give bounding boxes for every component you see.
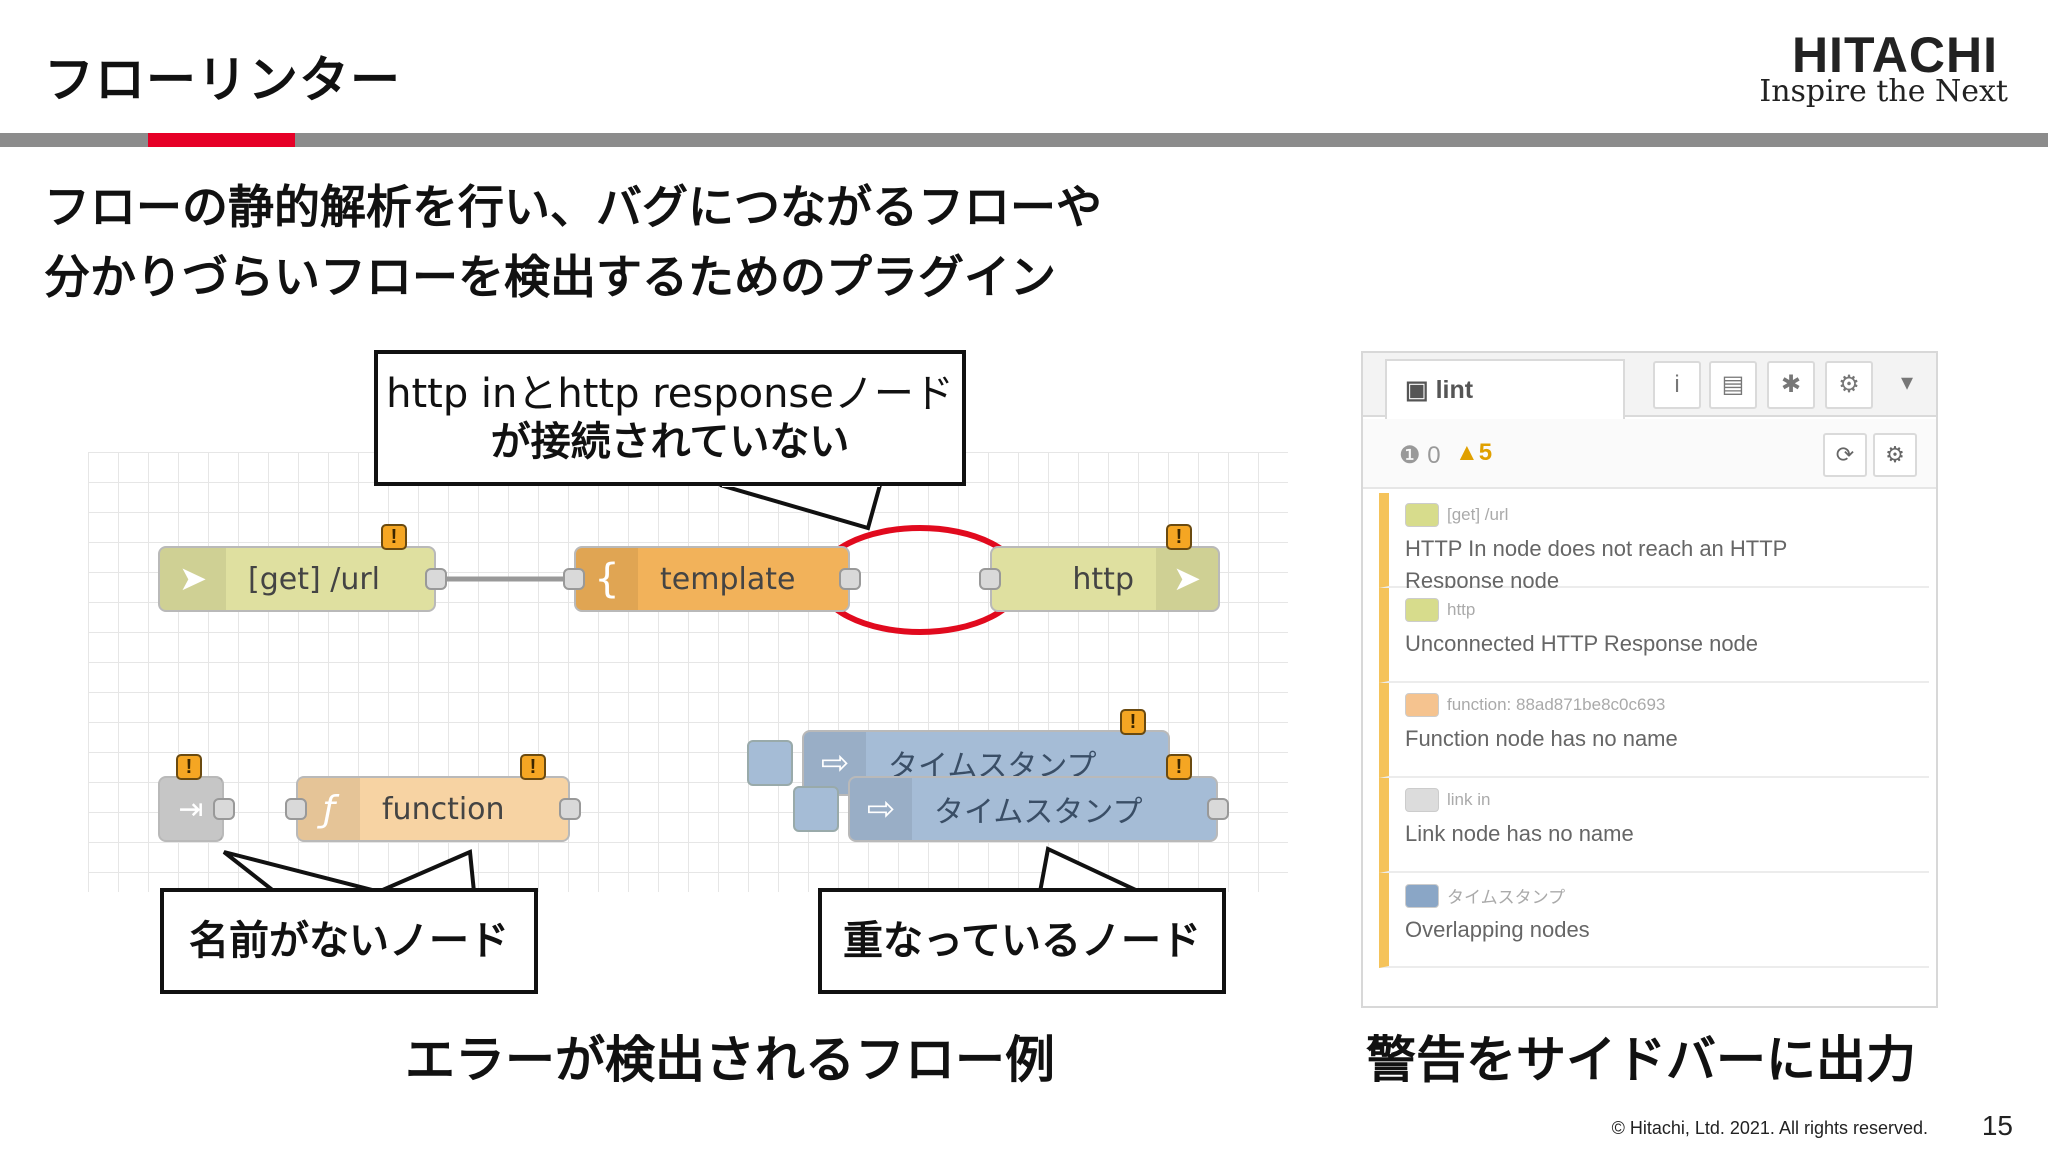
lint-tab-icon: ▣ <box>1405 376 1436 404</box>
slide-subtitle: フローの静的解析を行い、バグにつながるフローや 分かりづらいフローを検出するため… <box>44 172 1102 312</box>
node-type-chip <box>1405 883 1439 908</box>
tab-lint[interactable]: ▣ lint <box>1385 359 1625 419</box>
output-port[interactable] <box>425 568 447 590</box>
input-port[interactable] <box>285 798 307 820</box>
node-function[interactable]: ƒ function <box>285 776 581 842</box>
warning-count-value: 5 <box>1478 439 1493 466</box>
node-type-chip <box>1405 788 1439 812</box>
inject-button[interactable] <box>747 740 793 786</box>
slide-title: フローリンター <box>44 51 401 109</box>
item-message: Link node has no name <box>1405 821 1634 846</box>
error-icon: ❶ <box>1399 442 1428 469</box>
item-message-line: HTTP In node does not reach an HTTP <box>1405 536 1788 561</box>
callout-overlapping: 重なっているノード <box>818 888 1226 994</box>
item-tag: [get] /url <box>1405 503 1929 527</box>
template-brace-icon: { <box>576 548 638 610</box>
list-item[interactable]: function: 88ad871be8c0c693 Function node… <box>1379 683 1929 778</box>
lint-warning-list: [get] /url HTTP In node does not reach a… <box>1379 493 1929 968</box>
list-item[interactable]: link in Link node has no name <box>1379 778 1929 873</box>
book-icon[interactable]: ▤ <box>1709 361 1757 409</box>
flow-caption: エラーが検出されるフロー例 <box>405 1031 1055 1089</box>
item-tag-label: タイムスタンプ <box>1447 888 1566 907</box>
item-tag-label: [get] /url <box>1447 505 1509 524</box>
http-in-icon: ➤ <box>160 548 226 610</box>
node-template[interactable]: { template <box>563 546 861 612</box>
node-label: [get] /url <box>248 561 380 597</box>
inject-icon: ⇨ <box>850 778 912 840</box>
hitachi-logo: HITACHI <box>1791 27 1998 83</box>
settings-icon[interactable]: ⚙ <box>1873 433 1917 477</box>
warning-icon: ! <box>1166 524 1192 550</box>
inject-button[interactable] <box>793 786 839 832</box>
error-count: ❶ 0 <box>1399 441 1441 470</box>
subtitle-line-2: 分かりづらいフローを検出するためのプラグイン <box>44 250 1056 304</box>
logo-tagline: Inspire the Next <box>1759 74 2008 109</box>
node-type-chip <box>1405 503 1439 527</box>
sidebar-caption: 警告をサイドバーに出力 <box>1366 1031 1916 1089</box>
warning-icon: ! <box>381 524 407 550</box>
item-tag: タイムスタンプ <box>1405 883 1929 908</box>
link-in-icon: ⇥ <box>160 778 222 840</box>
sidebar-tab-bar: ▣ lint i ▤ ✱ ⚙ ▾ <box>1363 353 1936 419</box>
node-label: template <box>660 561 796 597</box>
error-count-value: 0 <box>1427 442 1441 469</box>
refresh-icon[interactable]: ⟳ <box>1823 433 1867 477</box>
item-tag-label: http <box>1447 600 1476 619</box>
header-accent-rule <box>148 133 295 147</box>
subtitle-line-1: フローの静的解析を行い、バグにつながるフローや <box>44 180 1102 234</box>
item-message: Unconnected HTTP Response node <box>1405 631 1759 656</box>
callout-unconnected: http inとhttp responseノード が接続されていない <box>374 350 966 486</box>
list-item[interactable]: タイムスタンプ Overlapping nodes <box>1379 873 1929 968</box>
info-icon[interactable]: i <box>1653 361 1701 409</box>
node-label: function <box>382 791 505 827</box>
warning-icon: ! <box>176 754 202 780</box>
bug-icon[interactable]: ✱ <box>1767 361 1815 409</box>
caret-down-icon[interactable]: ▾ <box>1900 369 1914 396</box>
lint-sidebar: ▣ lint i ▤ ✱ ⚙ ▾ ❶ 0 ▲5 ⟳ ⚙ [get] /url H… <box>1361 351 1938 1008</box>
item-tag: function: 88ad871be8c0c693 <box>1405 693 1929 717</box>
item-message: Function node has no name <box>1405 726 1678 751</box>
output-port[interactable] <box>559 798 581 820</box>
node-type-chip <box>1405 598 1439 622</box>
output-port[interactable] <box>213 798 235 820</box>
item-tag-label: function: 88ad871be8c0c693 <box>1447 695 1666 714</box>
tab-lint-label: lint <box>1435 376 1474 404</box>
output-port[interactable] <box>1207 798 1229 820</box>
output-port[interactable] <box>839 568 861 590</box>
item-tag: http <box>1405 598 1929 622</box>
callout-unnamed: 名前がないノード <box>160 888 538 994</box>
callout-line-1: http inとhttp responseノード <box>386 371 954 417</box>
input-port[interactable] <box>979 568 1001 590</box>
item-tag: link in <box>1405 788 1929 812</box>
lint-summary-row: ❶ 0 ▲5 ⟳ ⚙ <box>1363 419 1936 489</box>
node-label: タイムスタンプ <box>934 795 1143 830</box>
header-rule <box>0 133 2048 147</box>
node-link-in[interactable]: ⇥ <box>158 776 235 842</box>
input-port[interactable] <box>563 568 585 590</box>
item-tag-label: link in <box>1447 790 1491 809</box>
node-type-chip <box>1405 693 1439 717</box>
warning-icon: ! <box>1166 754 1192 780</box>
function-icon: ƒ <box>298 778 360 840</box>
warning-icon: ! <box>1120 709 1146 735</box>
warning-icon: ! <box>520 754 546 780</box>
warning-count: ▲5 <box>1455 439 1492 467</box>
item-message: Overlapping nodes <box>1405 917 1590 942</box>
node-http-response[interactable]: http ➤ <box>979 546 1220 612</box>
warning-triangle-icon: ▲ <box>1455 439 1479 466</box>
node-label: http <box>1072 561 1134 597</box>
list-item[interactable]: http Unconnected HTTP Response node <box>1379 588 1929 683</box>
list-item[interactable]: [get] /url HTTP In node does not reach a… <box>1379 493 1929 593</box>
http-out-icon: ➤ <box>1156 548 1218 610</box>
page-number: 15 <box>1981 1110 2013 1141</box>
node-timestamp-front[interactable]: ⇨ タイムスタンプ <box>793 776 1229 842</box>
node-get-url[interactable]: ➤ [get] /url <box>158 546 447 612</box>
copyright: © Hitachi, Ltd. 2021. All rights reserve… <box>1611 1118 1928 1138</box>
callout-line-2: が接続されていない <box>490 419 850 465</box>
gear-icon[interactable]: ⚙ <box>1825 361 1873 409</box>
